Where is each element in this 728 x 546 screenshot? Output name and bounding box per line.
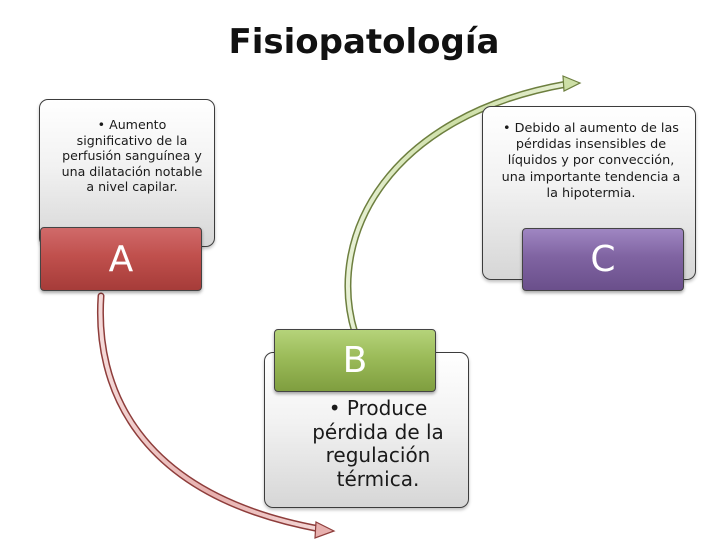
- node-b-text: • Produce pérdida de la regulación térmi…: [312, 396, 444, 491]
- page-title: Fisiopatología: [228, 22, 500, 62]
- node-b-label: B: [274, 329, 436, 392]
- node-a-card: [39, 99, 215, 247]
- node-a-text: • Aumento significativo de la perfusión …: [61, 117, 203, 195]
- node-a-label: A: [40, 227, 202, 291]
- node-c-label: C: [522, 228, 684, 291]
- node-c-text: • Debido al aumento de las pérdidas inse…: [501, 121, 681, 201]
